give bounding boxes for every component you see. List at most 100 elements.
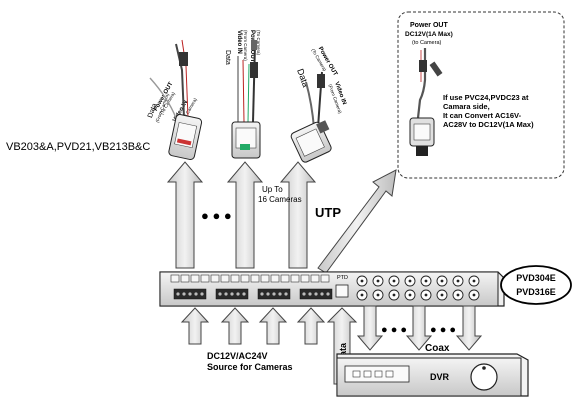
bnc-pin [424, 293, 428, 297]
rj45-port-row [170, 274, 330, 283]
terminal-screw [188, 292, 192, 296]
note-balun-device [409, 117, 435, 156]
balun2-video-in: Video IN [236, 30, 242, 54]
bnc-pin [424, 279, 428, 283]
utp-arrow-3 [279, 161, 317, 269]
terminal-screw [266, 292, 270, 296]
terminal-screw [314, 292, 318, 296]
utp-arrow-diagonal [317, 169, 397, 274]
model-pvd304e: PVD304E [516, 273, 556, 283]
ptz-port [335, 284, 349, 298]
dvr-device: DVR [336, 353, 529, 397]
terminal-screw [230, 292, 234, 296]
bnc-pin [472, 279, 476, 283]
terminal-screw [308, 292, 312, 296]
dots-left: ● ● ● [201, 208, 232, 223]
terminal-screw [260, 292, 264, 296]
terminal-screw [242, 292, 246, 296]
cameras-count-label: 16 Cameras [258, 195, 302, 204]
utp-label: UTP [315, 205, 341, 220]
power-source-line-1: DC12V/AC24V [207, 351, 268, 361]
bnc-pin [392, 279, 396, 283]
utp-arrow-1 [166, 161, 204, 269]
utp-arrows [166, 161, 397, 274]
rj45-port [170, 274, 180, 283]
terminal-screw [272, 292, 276, 296]
balun2-video-sub: (From Camera) [243, 30, 248, 61]
terminal-screw [284, 292, 288, 296]
model-pvd316e: PVD316E [516, 287, 556, 297]
terminal-screw [236, 292, 240, 296]
terminal-screw [194, 292, 198, 296]
note-line-2: Camara side, [443, 102, 490, 111]
rj45-port [250, 274, 260, 283]
balun2-data: Data [224, 50, 231, 65]
rj45-port [220, 274, 230, 283]
balun-1: Power OUT (To Camera) Video IN (From Cam… [147, 39, 203, 161]
terminal-block-row [173, 288, 333, 300]
rj45-port [180, 274, 190, 283]
power-arrow-2 [220, 307, 250, 345]
power-arrow-1 [180, 307, 210, 345]
left-models-label: VB203&A,PVD21,VB213B&C [6, 141, 150, 153]
rj45-port [300, 274, 310, 283]
dots-coax-2: ● ● ● [430, 324, 456, 336]
rj45-port [310, 274, 320, 283]
note-power-sub: (to Camera) [412, 40, 442, 46]
coax-arrow-3 [455, 305, 483, 351]
bnc-pin [440, 293, 444, 297]
terminal-screw [302, 292, 306, 296]
main-device: PTD [159, 271, 505, 307]
terminal-screw [326, 292, 330, 296]
bnc-pin [440, 279, 444, 283]
terminal-screw [176, 292, 180, 296]
dots-coax-1: ● ● ● [381, 324, 407, 336]
rj45-port [260, 274, 270, 283]
bnc-connector-grid [356, 275, 480, 301]
note-power-out: Power OUT [410, 22, 448, 29]
rj45-port [240, 274, 250, 283]
balun-2: Video IN (From Camera) Power OUT (To Cam… [224, 30, 261, 159]
rj45-port [320, 274, 330, 283]
power-source-line-2: Source for Cameras [207, 362, 293, 372]
bnc-pin [456, 293, 460, 297]
up-to-label: Up To [262, 185, 283, 194]
power-input-arrows [180, 307, 326, 345]
note-line-3: It can Convert AC16V- [443, 111, 522, 120]
bnc-pin [408, 293, 412, 297]
bnc-pin [360, 293, 364, 297]
model-badge: PVD304E PVD316E [500, 265, 572, 305]
coax-arrows [356, 305, 483, 351]
dvr-label: DVR [430, 372, 450, 382]
bnc-pin [408, 279, 412, 283]
bnc-pin [392, 293, 396, 297]
bnc-pin [360, 279, 364, 283]
balun3-data: Data [295, 67, 311, 88]
terminal-screw [278, 292, 282, 296]
terminal-screw [320, 292, 324, 296]
note-cable [416, 48, 443, 119]
balun-3: Power OUT (To Camera) Data Video IN (Fro… [290, 46, 347, 163]
bnc-pin [376, 293, 380, 297]
rj45-port [270, 274, 280, 283]
note-line-4: AC28V to DC12V(1A Max) [443, 120, 534, 129]
terminal-screw [200, 292, 204, 296]
balun2-power-sub: (To Camera) [256, 30, 261, 56]
terminal-screw [182, 292, 186, 296]
rj45-port [280, 274, 290, 283]
coax-arrow-2 [405, 305, 433, 351]
rj45-port [230, 274, 240, 283]
power-arrow-3 [258, 307, 288, 345]
terminal-screw [224, 292, 228, 296]
note-line-1: If use PVC24,PVDC23 at [443, 93, 529, 102]
bnc-pin [456, 279, 460, 283]
ptd-label: PTD [337, 275, 348, 281]
bnc-pin [376, 279, 380, 283]
note-power-spec: DC12V(1A Max) [405, 31, 453, 38]
coax-label: Coax [425, 343, 450, 354]
balun1-data: Data [147, 103, 159, 119]
dvr-knob [470, 363, 498, 391]
note-box: Power OUT DC12V(1A Max) (to Camera) If u… [397, 11, 565, 179]
power-arrow-4 [296, 307, 326, 345]
